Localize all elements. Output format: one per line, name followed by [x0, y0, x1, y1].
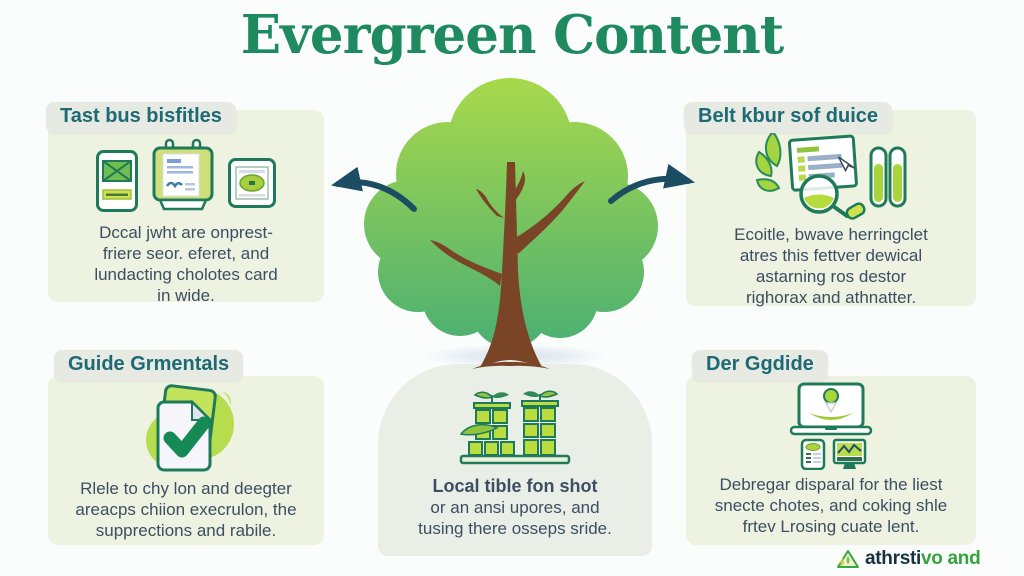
calendar-document-icon	[152, 138, 214, 211]
panel-bottom-right-header: Der Ggdide	[692, 350, 828, 381]
body-line: astarning ros destor	[755, 267, 907, 286]
panel-bottom-center: Local tible fon shot or an ansi upores, …	[378, 364, 652, 556]
panel-bottom-center-icons	[378, 390, 652, 466]
panel-top-left-header: Tast bus bisfitles	[46, 102, 236, 133]
body-line: or an ansi upores, and	[430, 498, 600, 517]
body-line: frtev Lrosing cuate lent.	[742, 517, 920, 536]
body-line: righorax and athnatter.	[745, 288, 917, 307]
body-line: areacps chiion execrulon, the	[75, 500, 297, 519]
page-title: Evergreen Content	[240, 4, 785, 66]
brand-logo-icon	[837, 550, 859, 568]
panel-bottom-right-body: Debregar disparal for the liest snecte c…	[686, 474, 976, 537]
body-line: friere seor. eferet, and	[102, 244, 270, 263]
panel-bottom-right-icons	[686, 382, 976, 470]
panel-top-right-body: Ecoitle, bwave herringclet atres this fe…	[686, 224, 976, 308]
panel-top-right-header: Belt kbur sof duice	[684, 102, 893, 133]
panel-top-right: Belt kbur sof duice	[684, 102, 976, 308]
panel-bottom-left-body: Rlele to chy lon and deegter areacps chi…	[48, 478, 324, 541]
body-line: atres this fettver dewical	[739, 246, 923, 265]
panel-top-left-icons	[48, 138, 324, 212]
body-line: snecte chotes, and coking shle	[714, 496, 948, 515]
panel-bottom-left: Guide Grmentals Rlele to chy lon and dee…	[48, 350, 324, 545]
logo-text-dark: athrsti	[865, 548, 921, 569]
tablet-screen-icon	[228, 158, 276, 208]
crates-sprouts-icon	[459, 390, 571, 465]
tree-trunk	[430, 162, 585, 369]
phone-icon	[800, 438, 826, 470]
brand-logo-text: athrstivo and	[865, 548, 981, 570]
body-line: in wide.	[157, 286, 215, 305]
panel-top-left: Tast bus bisfitles	[46, 102, 324, 305]
body-line: Ecoitle, bwave herringclet	[734, 225, 928, 244]
tree-canopy	[364, 78, 658, 348]
panel-bottom-center-body: Local tible fon shot or an ansi upores, …	[378, 476, 652, 539]
email-card-icon	[96, 150, 138, 212]
documents-checkmark-icon	[146, 384, 234, 472]
body-line: lundacting cholotes card	[94, 265, 278, 284]
brand-logo: athrstivo and	[836, 548, 981, 570]
body-line: supprections and rabile.	[95, 521, 277, 540]
body-line: Debregar disparal for the liest	[719, 475, 943, 494]
panel-top-right-icons	[686, 124, 976, 220]
panel-bottom-right: Der Ggdide	[686, 350, 976, 545]
panel-bottom-left-header: Guide Grmentals	[54, 350, 244, 381]
laptop-seedling-icon	[789, 382, 873, 470]
body-line: tusing there osseps sride.	[418, 519, 612, 538]
evergreen-tree-illustration	[364, 78, 658, 369]
panel-bottom-left-icons	[48, 382, 324, 474]
body-line: Rlele to chy lon and deegter	[80, 479, 292, 498]
body-line: Dccal jwht are onprest-	[99, 223, 273, 242]
panel-top-left-body: Dccal jwht are onprest- friere seor. efe…	[48, 222, 324, 306]
logo-text-green: vo and	[920, 548, 981, 569]
document-search-icon	[755, 130, 907, 220]
body-lead-line: Local tible fon shot	[432, 476, 598, 496]
monitor-chart-icon	[832, 438, 867, 469]
